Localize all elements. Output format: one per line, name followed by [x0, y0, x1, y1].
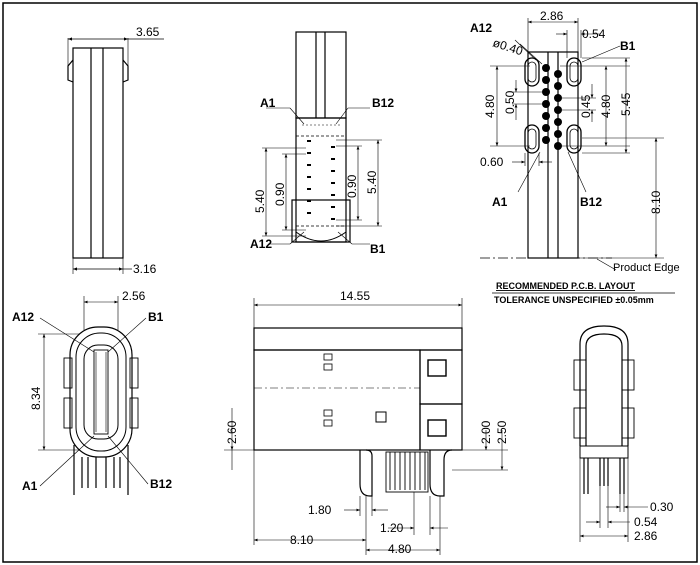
product-edge-label: Product Edge: [613, 262, 680, 274]
pcb-dim-0-45: 0.45: [579, 94, 593, 118]
pcb-slot-bottom-right: [566, 124, 582, 154]
pcb-pin-b12: B12: [580, 195, 602, 209]
side-view: [253, 327, 463, 497]
pcb-pin-b1: B1: [620, 39, 636, 53]
side-top-body: [72, 47, 124, 259]
side-dim-8-10: 8.10: [290, 533, 314, 547]
pcb-layout-view: [524, 51, 582, 259]
plug-front-dim-0-90-right: 0.90: [345, 174, 359, 198]
pcb-dim-8-10: 8.10: [649, 190, 663, 214]
side-dim-1-80: 1.80: [308, 503, 332, 517]
end-pin-a12: A12: [12, 310, 34, 324]
pcb-slot-top-right: [566, 57, 582, 87]
side-view-pins: [385, 451, 429, 493]
pcb-dim-4-80-right: 4.80: [599, 94, 613, 118]
side-dim-14-55: 14.55: [340, 289, 370, 303]
pcb-tolerance-note: TOLERANCE UNSPECIFIED ±0.05mm: [494, 295, 654, 305]
side-dim-2-50: 2.50: [495, 420, 509, 444]
end-pin-b12: B12: [150, 477, 172, 491]
pcb-slot-top-left: [524, 57, 540, 87]
dim-3-16-label: 3.16: [133, 262, 157, 276]
plug-front-pin-a1: A1: [260, 96, 276, 110]
pcb-dim-hole-dia: ø0.40: [491, 36, 525, 59]
right-view: [573, 325, 635, 494]
pcb-dim-4-80-left: 4.80: [483, 94, 497, 118]
plug-front-pin-b1: B1: [370, 242, 386, 256]
pcb-dim-5-45: 5.45: [619, 92, 633, 116]
pcb-dim-0-50: 0.50: [503, 90, 517, 114]
plug-pin-dots: [307, 140, 335, 220]
pcb-pin-a1: A1: [492, 195, 508, 209]
side-view-pin-lines: [389, 452, 426, 490]
side-top-view: [67, 37, 164, 274]
side-dim-2-00: 2.00: [479, 420, 493, 444]
end-dim-8-34: 8.34: [29, 386, 43, 410]
dim-3-65-label: 3.65: [136, 25, 160, 39]
pcb-dim-0-60: 0.60: [480, 155, 504, 169]
plug-front-pin-b12: B12: [372, 96, 394, 110]
plug-front-dim-5-40-right: 5.40: [365, 170, 379, 194]
side-dim-4-80: 4.80: [388, 542, 412, 556]
pcb-hole-array: [542, 64, 562, 150]
side-dim-1-20: 1.20: [380, 521, 404, 535]
right-dim-0-30: 0.30: [650, 500, 674, 514]
end-view: [63, 326, 139, 495]
pcb-layout-title: RECOMMENDED P.C.B. LAYOUT: [496, 281, 636, 291]
end-pin-b1: B1: [148, 310, 164, 324]
side-dim-2-60: 2.60: [225, 420, 239, 444]
pcb-dim-2-86: 2.86: [540, 9, 564, 23]
right-dim-0-54: 0.54: [634, 515, 658, 529]
plug-front-dim-5-40-left: 5.40: [253, 189, 267, 213]
plug-front-dim-0-90-left: 0.90: [273, 182, 287, 206]
right-dim-2-86: 2.86: [634, 529, 658, 543]
pcb-dim-0-54: 0.54: [582, 27, 606, 41]
pcb-slot-bottom-left: [524, 124, 540, 154]
end-pin-a1: A1: [22, 479, 38, 493]
plug-front-view: [291, 31, 351, 243]
pcb-pin-a12: A12: [470, 21, 492, 35]
end-dim-2-56: 2.56: [122, 289, 146, 303]
plug-front-pin-a12: A12: [250, 237, 272, 251]
